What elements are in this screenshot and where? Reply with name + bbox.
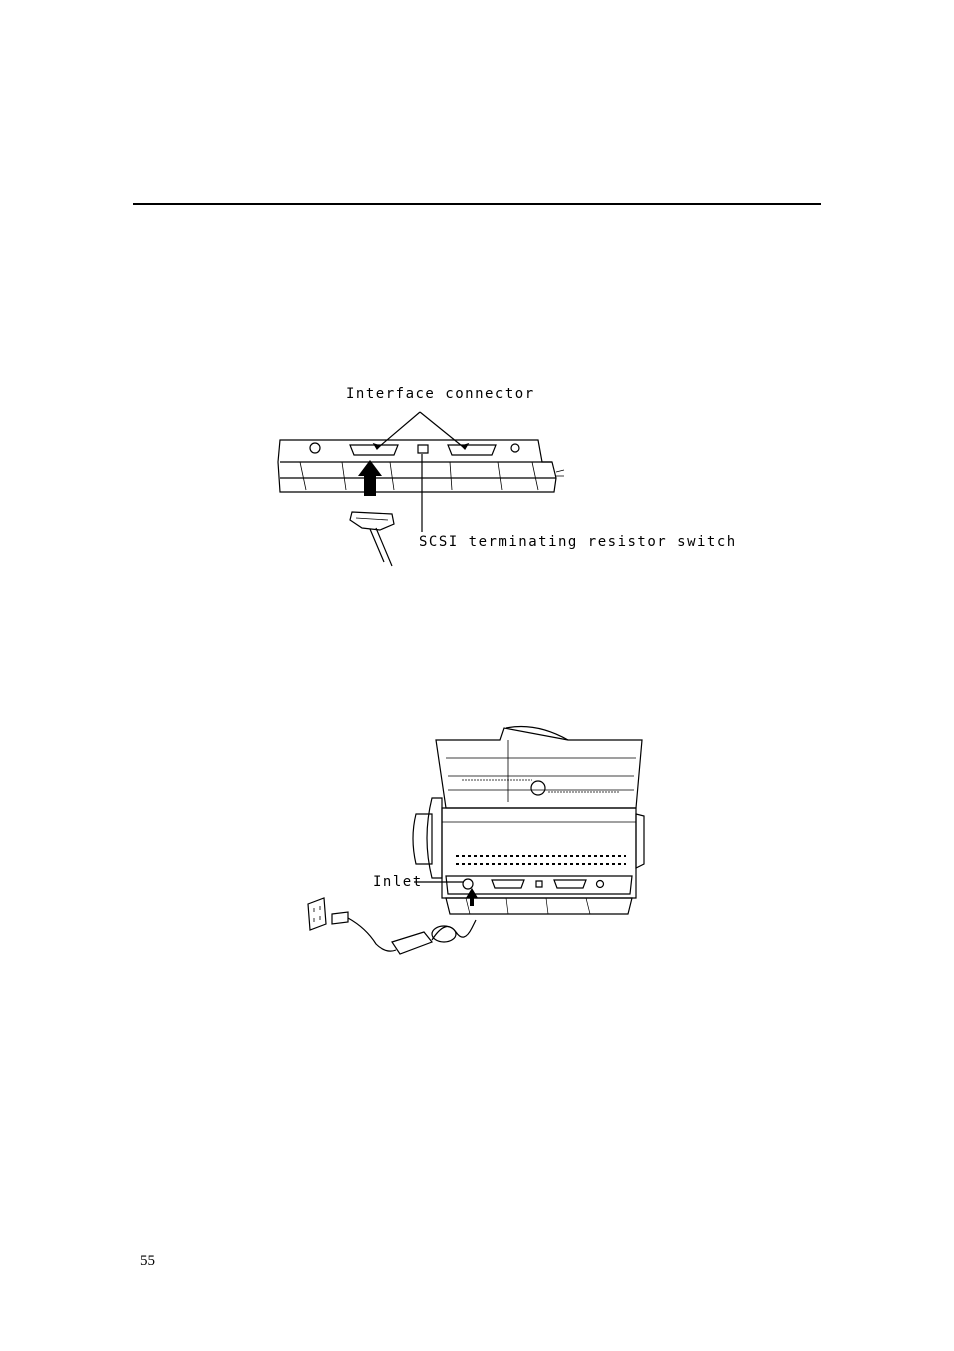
figure-power-inlet xyxy=(296,718,656,968)
label-inlet: Inlet xyxy=(373,874,423,890)
page-number: 55 xyxy=(140,1253,155,1269)
label-scsi-terminating-switch: SCSI terminating resistor switch xyxy=(419,534,737,550)
header-rule xyxy=(133,203,821,205)
figure-interface-connector xyxy=(270,400,690,575)
label-interface-connector: Interface connector xyxy=(346,386,535,402)
